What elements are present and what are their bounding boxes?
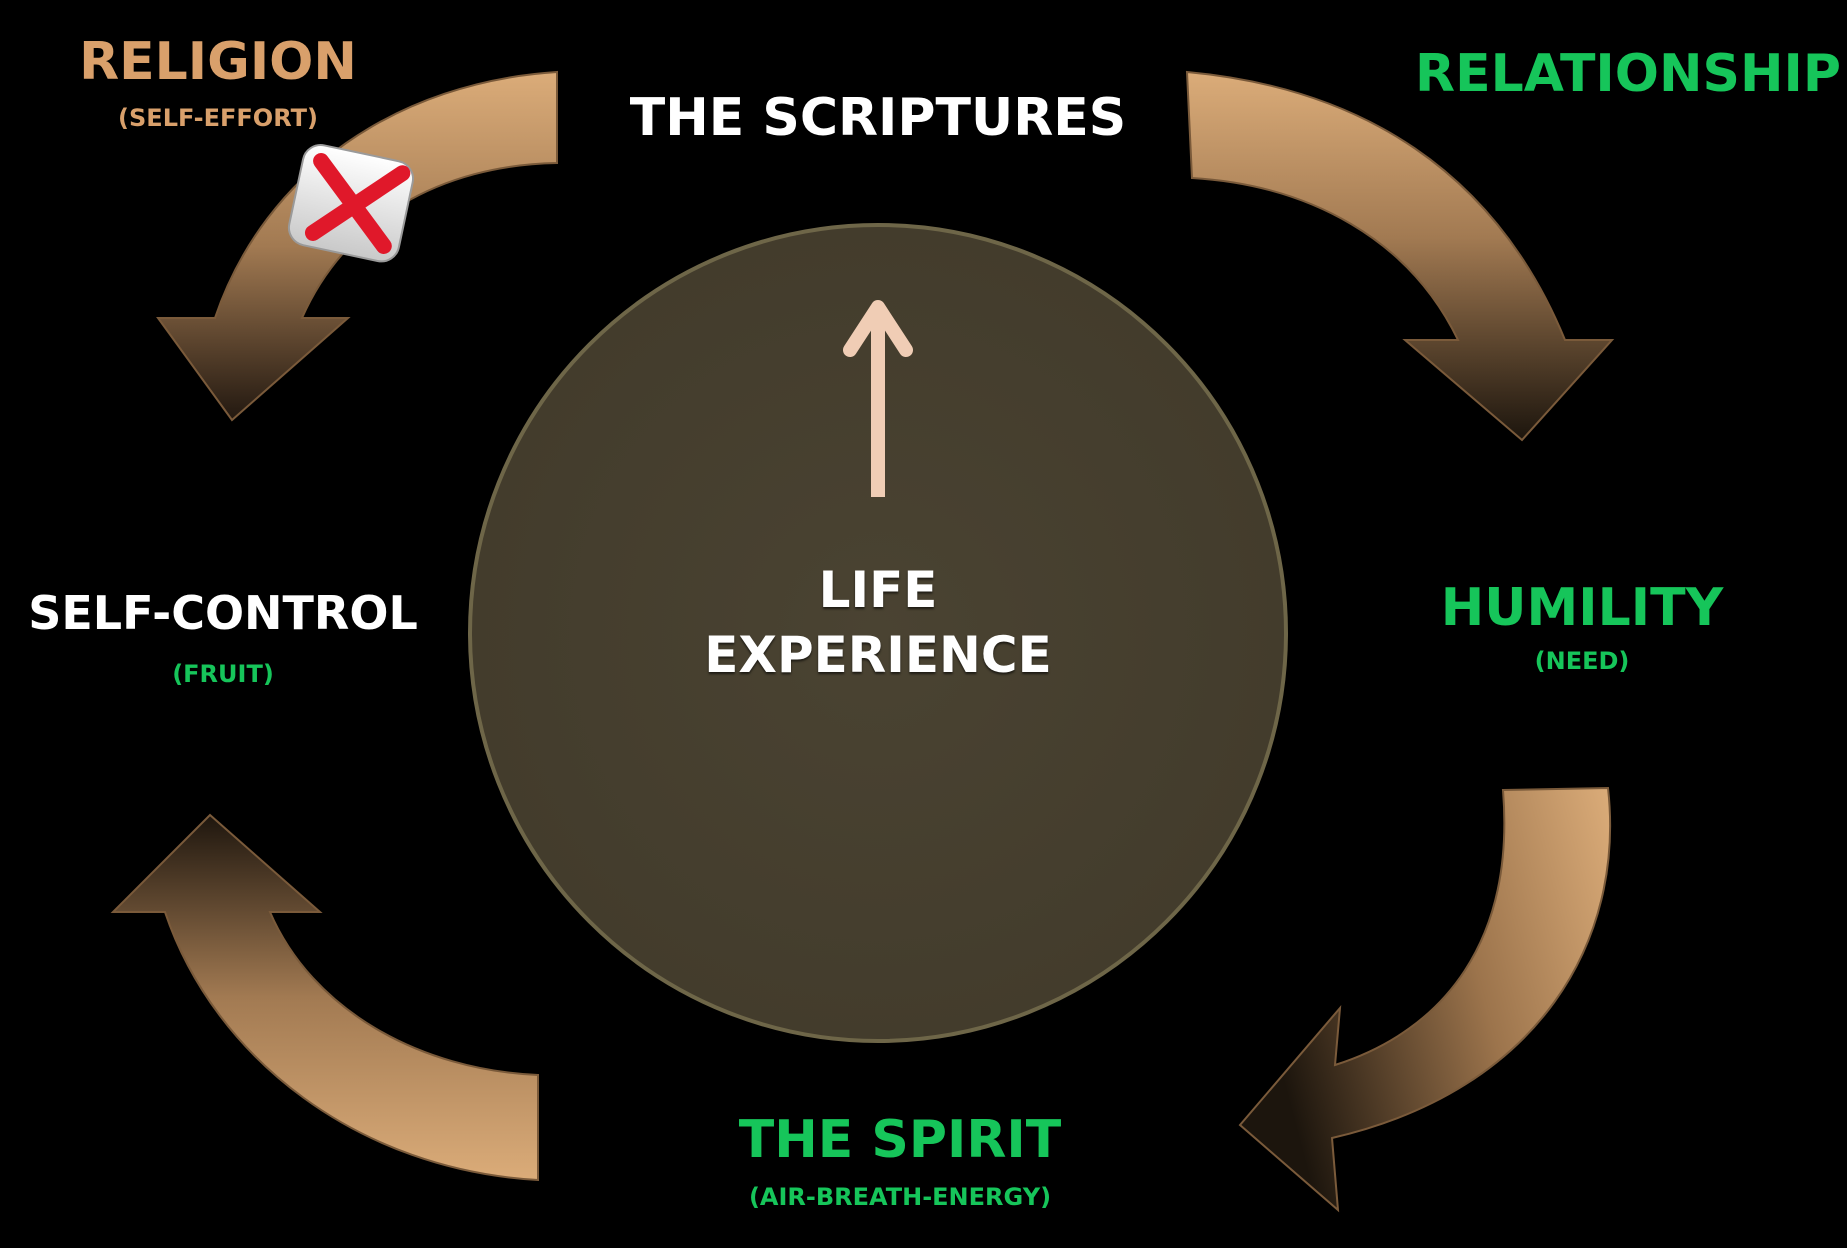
religion-label: RELIGION bbox=[79, 32, 357, 92]
up-arrow-icon bbox=[843, 300, 913, 497]
life-label: LIFE bbox=[818, 561, 938, 619]
curved-arrow-icon-bottom-left bbox=[110, 813, 539, 1182]
life-experience-label: LIFE EXPERIENCE bbox=[704, 558, 1051, 688]
curved-arrow-icon-bottom-right bbox=[1238, 786, 1612, 1213]
self-control-sub-label: (FRUIT) bbox=[172, 660, 274, 688]
spirit-sub-label: (AIR-BREATH-ENERGY) bbox=[748, 1183, 1052, 1211]
curved-arrow-icon-top-left bbox=[156, 70, 558, 422]
humility-label: HUMILITY bbox=[1440, 578, 1724, 638]
spirit-label: THE SPIRIT bbox=[738, 1110, 1062, 1170]
curved-arrow-icon-top-right bbox=[1185, 70, 1615, 442]
religion-sub-label: (SELF-EFFORT) bbox=[118, 104, 318, 132]
humility-sub-label: (NEED) bbox=[1534, 647, 1630, 675]
life-experience-circle bbox=[468, 223, 1288, 1043]
self-control-label: SELF-CONTROL bbox=[28, 586, 418, 640]
experience-label: EXPERIENCE bbox=[704, 626, 1052, 684]
scriptures-label: THE SCRIPTURES bbox=[629, 88, 1127, 148]
relationship-label: RELATIONSHIP bbox=[1415, 44, 1841, 104]
x-mark-icon bbox=[287, 144, 415, 263]
